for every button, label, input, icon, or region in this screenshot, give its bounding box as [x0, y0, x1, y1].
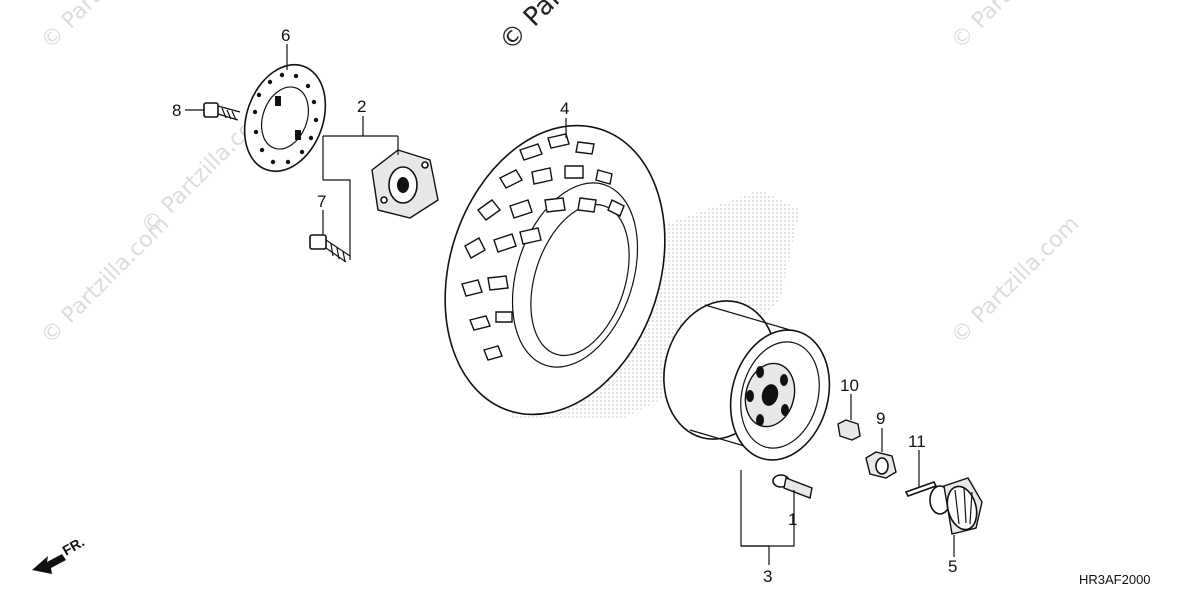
hub-part [371, 149, 439, 219]
watermark-top-center: © Par [494, 0, 569, 57]
front-marker-label: FR. [60, 533, 88, 558]
tire-part [444, 124, 666, 416]
callout-9: 9 [876, 409, 885, 428]
nut-9-part [865, 451, 897, 479]
callout-8: 8 [172, 101, 181, 120]
brake-disk-part [243, 63, 327, 173]
wheel-part [663, 300, 831, 461]
leader-lines [185, 44, 955, 565]
callout-numbers: 6 8 2 7 4 1 3 10 9 11 5 [172, 26, 957, 586]
callout-1: 1 [788, 510, 797, 529]
nut-10-part [837, 419, 861, 441]
callout-5: 5 [948, 557, 957, 576]
cotter-pin-part [904, 481, 938, 497]
callout-2: 2 [357, 97, 366, 116]
watermark-top-left: © Partzilla.com [37, 0, 175, 54]
diagram-code: HR3AF2000 [1079, 572, 1151, 587]
bolt-8-part [203, 102, 241, 121]
valve-part [772, 474, 813, 499]
front-direction-arrow: FR. [32, 533, 87, 574]
callout-3: 3 [763, 567, 772, 586]
callout-10: 10 [840, 376, 859, 395]
callout-4: 4 [560, 99, 569, 118]
callout-7: 7 [317, 192, 326, 211]
cap-part [929, 477, 983, 535]
callout-6: 6 [281, 26, 290, 45]
watermark-top-right: © Partzilla.com [947, 0, 1085, 54]
callout-11: 11 [908, 432, 926, 451]
bolt-7-part [309, 234, 351, 263]
